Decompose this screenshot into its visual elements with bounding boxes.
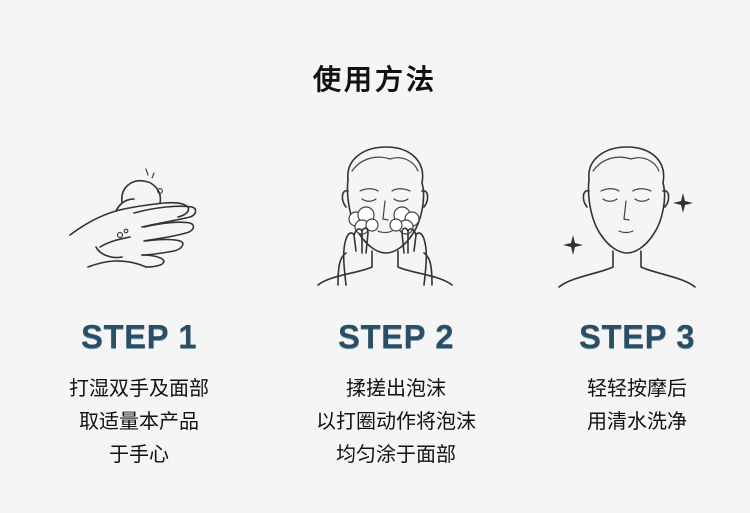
step-2-line-1: 揉搓出泡沫	[346, 376, 446, 400]
hand-foam-icon	[60, 135, 250, 295]
step-1-description: 打湿双手及面部 取适量本产品 于手心	[19, 372, 259, 471]
step-1-line-1: 打湿双手及面部	[69, 376, 209, 400]
step-2-line-2: 以打圈动作将泡沫	[316, 409, 476, 433]
step-2-line-3: 均匀涂于面部	[336, 442, 456, 466]
step-3-line-2: 用清水洗净	[587, 409, 687, 433]
clean-face-icon	[533, 135, 723, 295]
step-1-line-2: 取适量本产品	[79, 409, 199, 433]
face-lather-icon	[290, 135, 480, 295]
step-2-description: 揉搓出泡沫 以打圈动作将泡沫 均匀涂于面部	[276, 372, 516, 471]
step-2-label: STEP 2	[337, 318, 455, 355]
step-3-line-1: 轻轻按摩后	[587, 376, 687, 400]
page-title: 使用方法	[312, 63, 437, 96]
step-3-label: STEP 3	[578, 318, 696, 355]
step-1-label: STEP 1	[80, 318, 198, 355]
step-1-line-3: 于手心	[109, 442, 169, 466]
step-3-description: 轻轻按摩后 用清水洗净	[517, 372, 750, 438]
